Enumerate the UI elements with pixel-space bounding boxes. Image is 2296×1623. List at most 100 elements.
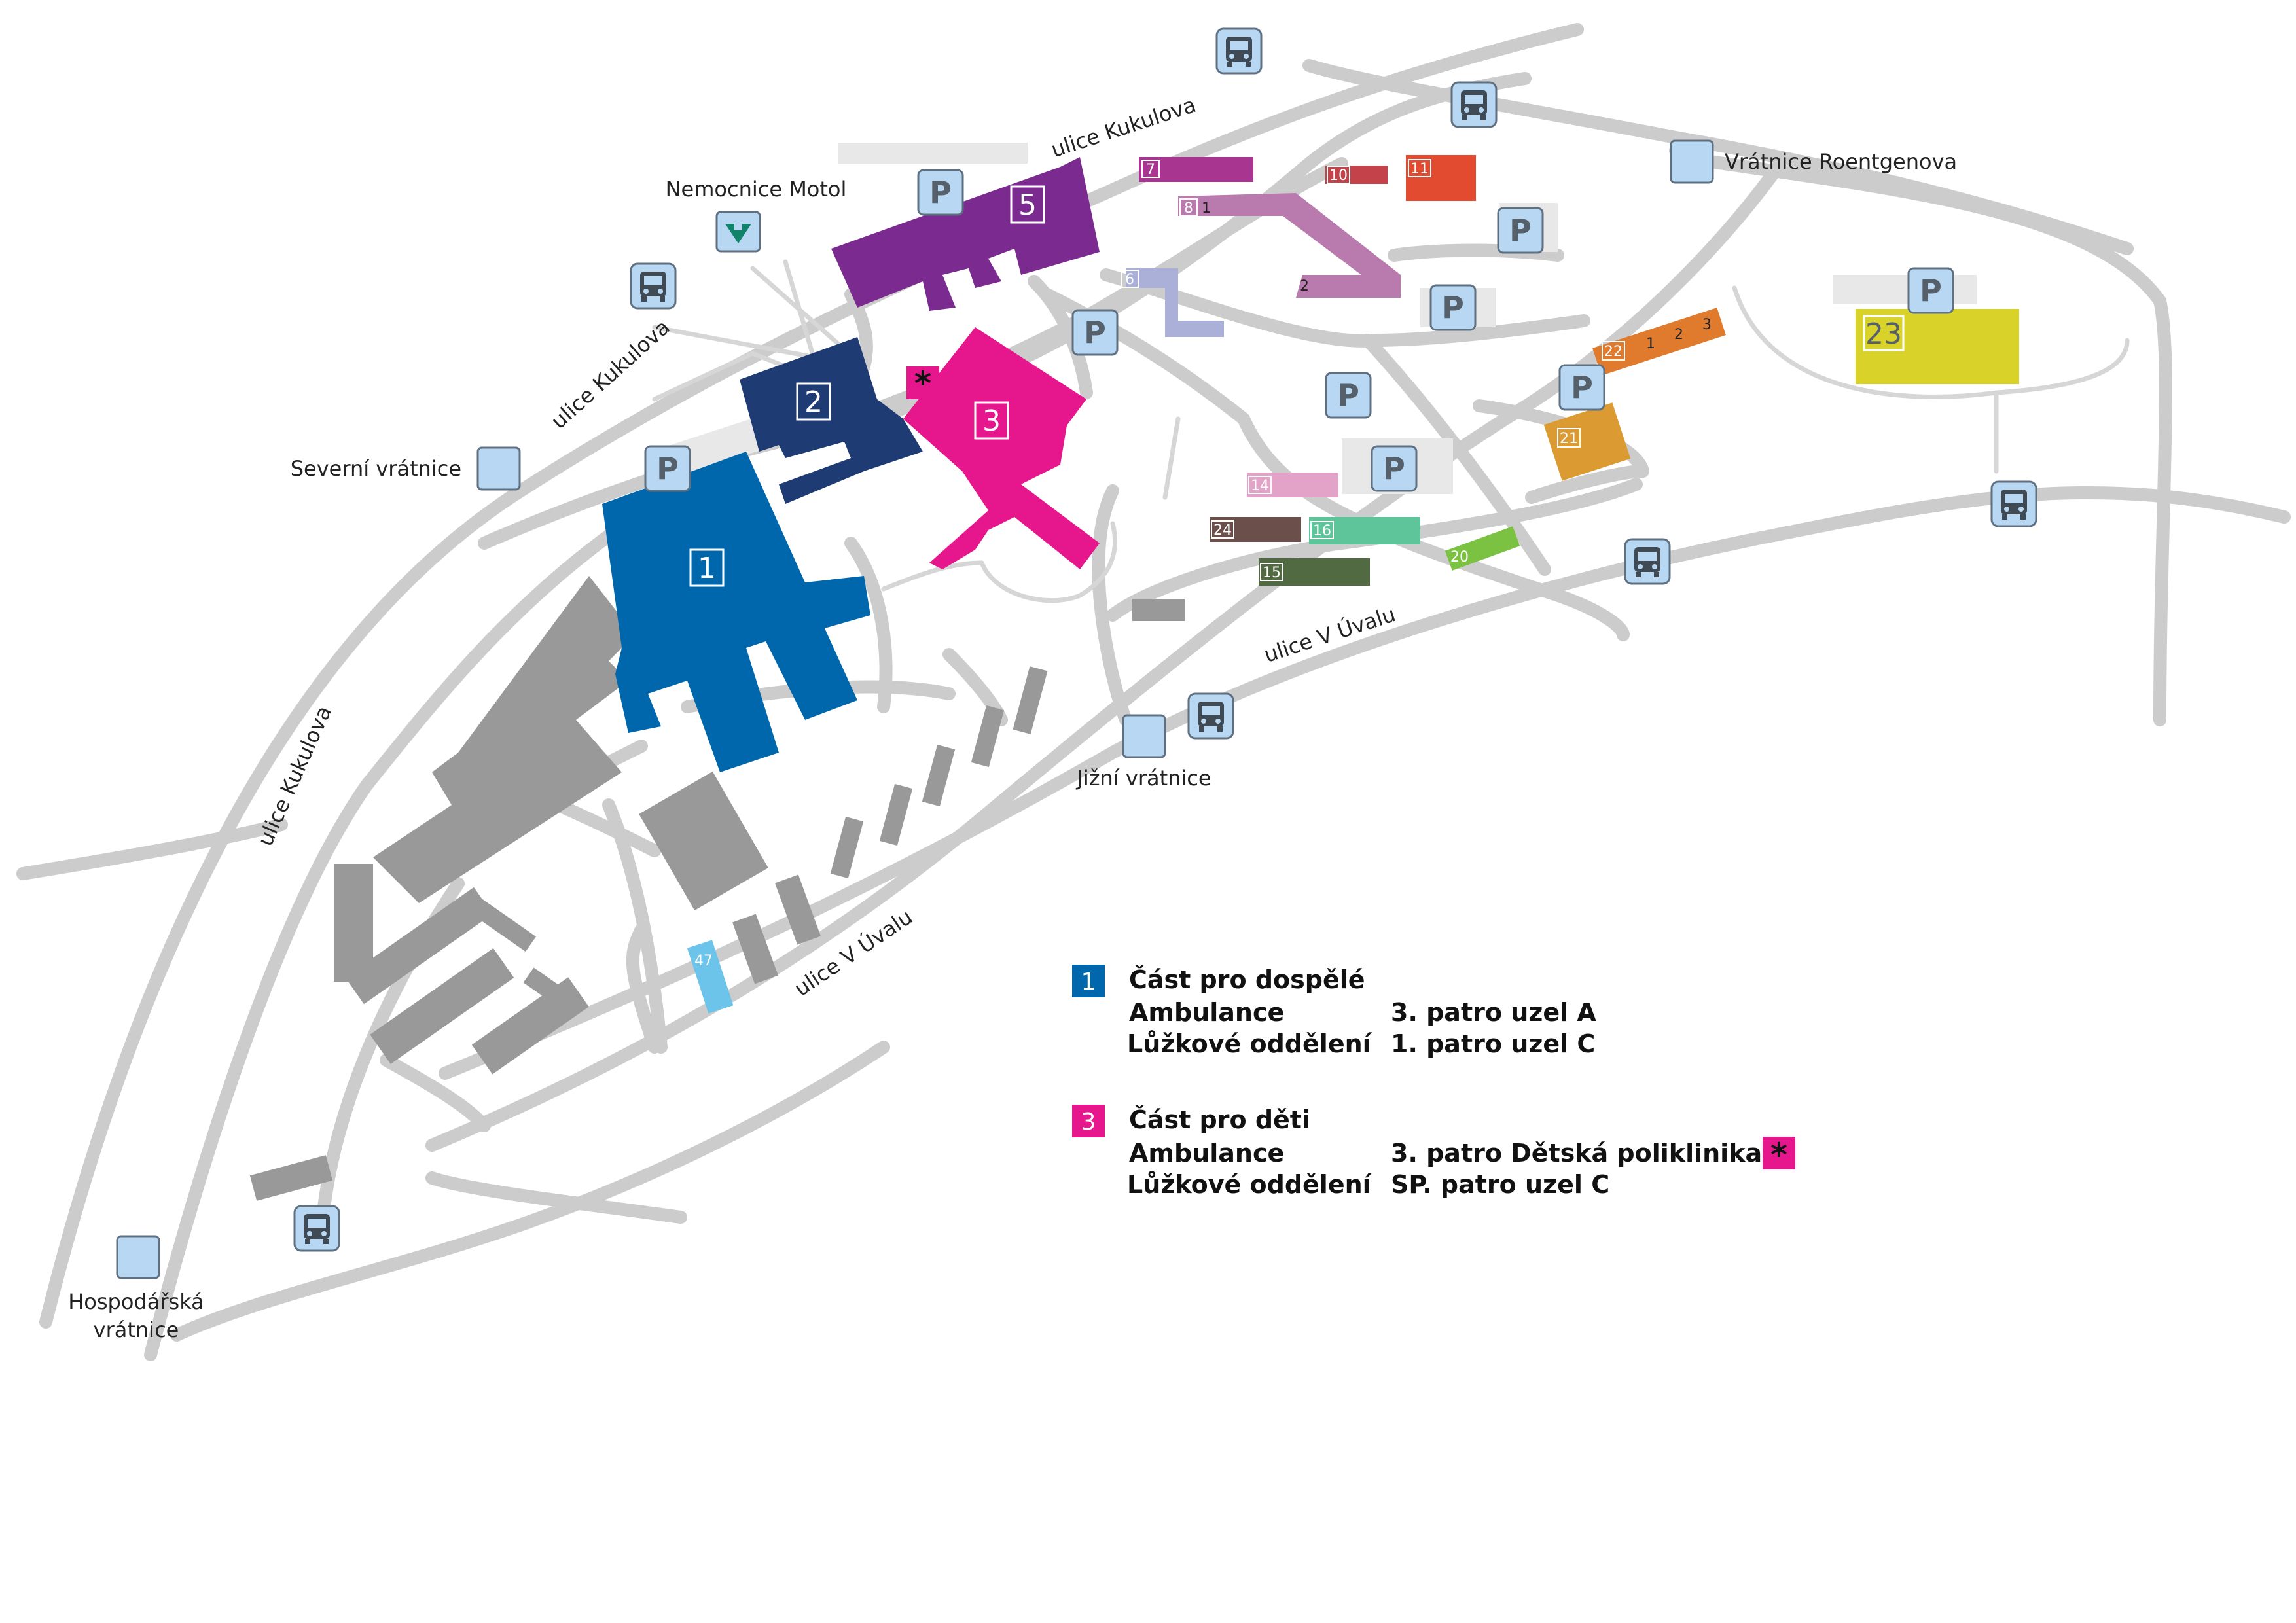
svg-text:P: P xyxy=(1337,378,1359,413)
asterisk-icon: * xyxy=(914,365,931,402)
legend-adult-row2-label: Lůžkové oddělení xyxy=(1127,1029,1372,1058)
parking-icon: P xyxy=(1071,309,1119,356)
legend-child-swatch xyxy=(1072,1105,1105,1137)
building-6 xyxy=(1126,268,1224,337)
legend-child-row1-value: 3. patro Dětská poliklinika xyxy=(1391,1139,1762,1168)
building-5 xyxy=(831,157,1100,311)
svg-text:P: P xyxy=(1442,290,1464,325)
gate-north-label: Severní vrátnice xyxy=(291,456,461,481)
legend-child-title: Část pro děti xyxy=(1129,1105,1310,1134)
hospital-buildings xyxy=(602,155,2019,1014)
building-24-label: 24 xyxy=(1213,522,1232,539)
gate-icon xyxy=(116,1235,160,1279)
svg-text:P: P xyxy=(1084,315,1106,350)
gate-icon xyxy=(476,446,521,491)
parking-icon: P xyxy=(917,169,964,216)
building-22-sub2-label: 2 xyxy=(1674,327,1683,343)
bus-icon xyxy=(293,1205,340,1252)
building-2-label: 2 xyxy=(804,385,823,419)
parking-icon: P xyxy=(1429,284,1477,331)
parking-icon: P xyxy=(1325,372,1372,419)
building-22 xyxy=(1592,308,1726,376)
parking-icon: P xyxy=(644,445,691,492)
building-23 xyxy=(1856,309,2019,384)
gate-farm-label-line2: vrátnice xyxy=(94,1317,179,1342)
parking-icon: P xyxy=(1497,207,1544,254)
legend-adult-swatch xyxy=(1072,965,1105,997)
bus-icon xyxy=(1187,692,1234,740)
parking-icon: P xyxy=(1371,445,1418,492)
parking-icon: P xyxy=(1907,267,1954,314)
building-6-label: 6 xyxy=(1125,272,1134,288)
legend-child-row2-value: SP. patro uzel C xyxy=(1391,1170,1609,1199)
legend-adult-num: 1 xyxy=(1081,969,1096,995)
building-1 xyxy=(602,452,870,772)
building-2 xyxy=(740,337,923,504)
building-21 xyxy=(1543,402,1631,481)
building-22-sub1-label: 1 xyxy=(1646,336,1655,352)
metro-station-label: Nemocnice Motol xyxy=(666,177,847,202)
legend-child-row1-label: Ambulance xyxy=(1129,1139,1284,1168)
building-16-label: 16 xyxy=(1313,523,1331,539)
bus-icon xyxy=(630,262,677,310)
svg-text:P: P xyxy=(1571,370,1593,405)
gate-south-label: Jižní vrátnice xyxy=(1075,766,1211,791)
building-7-label: 7 xyxy=(1146,162,1155,178)
building-labels: 1 2 3 5 6 7 8 1 9 2 10 11 14 24 16 15 20… xyxy=(689,159,1905,969)
building-10-label: 10 xyxy=(1329,168,1348,184)
building-15-label: 15 xyxy=(1263,565,1281,581)
building-3 xyxy=(903,327,1100,569)
building-3-label: 3 xyxy=(982,404,1001,438)
bus-icon xyxy=(1450,81,1498,128)
building-11 xyxy=(1406,155,1476,201)
svg-text:P: P xyxy=(1509,213,1532,248)
svg-text:P: P xyxy=(1920,273,1942,308)
svg-text:P: P xyxy=(656,451,679,486)
building-9-sub-label: 2 xyxy=(1300,278,1309,294)
gate-farm-label-line1: Hospodářská xyxy=(68,1289,204,1314)
asterisk-icon: * xyxy=(1770,1136,1787,1174)
legend-adult-row2-value: 1. patro uzel C xyxy=(1391,1029,1595,1058)
building-8-sub-label: 1 xyxy=(1202,200,1211,217)
legend: 1 Část pro dospělé Ambulance 3. patro uz… xyxy=(1072,965,1795,1199)
gate-icon xyxy=(1122,714,1166,758)
svg-text:P: P xyxy=(1383,451,1405,486)
building-9-label: 9 xyxy=(1282,278,1291,294)
gates xyxy=(116,139,1714,1279)
legend-child-row2-label: Lůžkové oddělení xyxy=(1127,1170,1372,1199)
building-10 xyxy=(1325,166,1388,184)
street-kukulova-top: ulice Kukulova xyxy=(1048,92,1199,162)
building-22-sub3-label: 3 xyxy=(1702,317,1712,333)
legend-adult-row1-label: Ambulance xyxy=(1129,998,1284,1027)
building-21-label: 21 xyxy=(1560,431,1578,447)
legend-child-num: 3 xyxy=(1081,1109,1096,1135)
gate-icon xyxy=(1670,139,1714,184)
building-20 xyxy=(1444,526,1520,571)
parking-icon: P xyxy=(1558,364,1605,411)
metro-icon xyxy=(715,211,761,253)
legend-child-marker-swatch xyxy=(1763,1137,1795,1169)
place-labels: Nemocnice Motol Severní vrátnice Vrátnic… xyxy=(68,149,1957,1342)
building-47 xyxy=(687,940,734,1014)
building-22-label: 22 xyxy=(1604,344,1623,360)
legend-adult-title: Část pro dospělé xyxy=(1129,965,1365,994)
gate-roentgen-label: Vrátnice Roentgenova xyxy=(1725,149,1957,174)
building-5-label: 5 xyxy=(1018,188,1037,222)
building-14-label: 14 xyxy=(1251,478,1269,494)
building-23-label: 23 xyxy=(1865,317,1902,351)
legend-adult-row1-value: 3. patro uzel A xyxy=(1391,998,1596,1027)
bus-icon xyxy=(1215,27,1263,75)
building-1-label: 1 xyxy=(698,552,716,585)
building-11-label: 11 xyxy=(1410,161,1429,177)
childrens-clinic-marker: * xyxy=(906,365,939,402)
generic-buildings xyxy=(249,576,1185,1201)
parking-signs: P P P P P P P P P xyxy=(644,169,1954,492)
building-20-label: 20 xyxy=(1450,549,1469,565)
svg-text:P: P xyxy=(929,175,952,210)
bus-icon xyxy=(1624,538,1671,585)
building-8 xyxy=(1178,193,1401,298)
bus-icon xyxy=(1990,480,2037,527)
building-47-label: 47 xyxy=(694,953,713,969)
building-8-label: 8 xyxy=(1184,200,1193,217)
